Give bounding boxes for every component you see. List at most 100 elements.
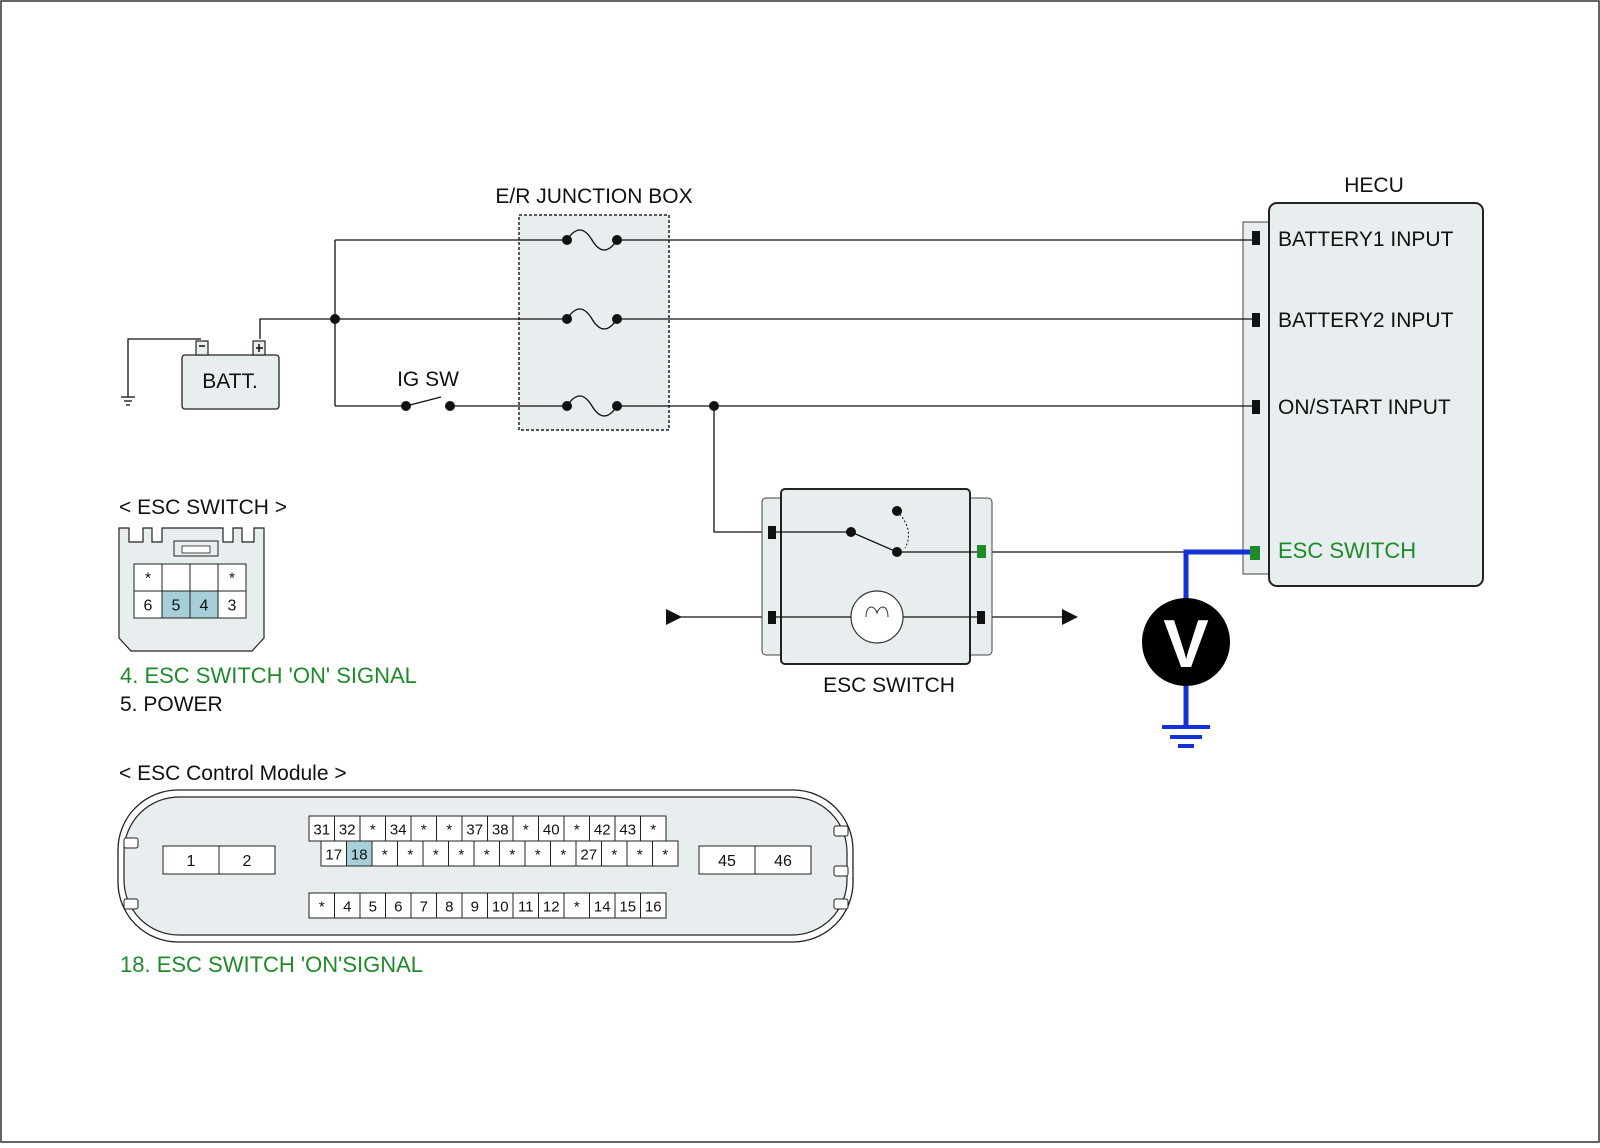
esc-module-pin-cell [589, 892, 616, 919]
esc-module-pin: 40 [543, 822, 560, 839]
voltmeter-symbol: V [1163, 606, 1208, 682]
esc-module-pin-cell [359, 815, 386, 842]
esc-module-pin: 1 [187, 853, 196, 870]
esc-switch-body [780, 488, 971, 665]
esc-switch-pin-cell [189, 563, 219, 592]
hecu-pin-on-start: ON/START INPUT [1278, 396, 1451, 419]
esc-module-pin-cell [754, 845, 812, 875]
esc-module-pin: * [407, 847, 413, 864]
esc-module-pin-cell [385, 892, 412, 919]
esc-module-pin: * [433, 847, 439, 864]
esc-module-pin: * [637, 847, 643, 864]
fuse-3 [566, 395, 618, 417]
hecu-pin-battery1: BATTERY1 INPUT [1278, 228, 1454, 251]
esc-module-pin: 37 [466, 822, 483, 839]
esc-switch-blade [850, 531, 898, 553]
esc-module-pin-cell [626, 840, 653, 867]
hecu-pin-esc-switch: ESC SWITCH [1278, 538, 1416, 563]
esc-switch-pin-cell [161, 563, 191, 592]
esc-module-pin: * [458, 847, 464, 864]
esc-module-pin: 38 [492, 822, 509, 839]
esc-module-pin: 6 [394, 899, 402, 916]
fuse-2 [566, 308, 618, 330]
esc-module-pin: 27 [580, 847, 597, 864]
esc-module-pin: 14 [594, 899, 611, 916]
esc-module-pin-cell [218, 845, 276, 875]
esc-module-pin: 16 [645, 899, 662, 916]
esc-switch-note-4: 4. ESC SWITCH 'ON' SIGNAL [120, 663, 417, 688]
esc-module-pin-cell [346, 840, 373, 867]
esc-module-pin-cell [575, 840, 602, 867]
esc-module-pin: 12 [543, 899, 560, 916]
hecu-terminal-esc [1250, 546, 1260, 560]
esc-module-pin: * [421, 822, 427, 839]
esc-module-note-18: 18. ESC SWITCH 'ON'SIGNAL [120, 952, 423, 977]
esc-module-pin-cell [698, 845, 756, 875]
esc-module-pin-cell [601, 840, 628, 867]
esc-switch-terminal-out [977, 545, 986, 558]
esc-module-pin-cell [371, 840, 398, 867]
esc-module-pin-cell [524, 840, 551, 867]
esc-module-pin-cell [436, 892, 463, 919]
esc-module-pin-cell [487, 892, 514, 919]
esc-switch-pin-cell [217, 563, 247, 592]
esc-module-pin-cell [334, 892, 361, 919]
esc-module-pin: * [370, 822, 376, 839]
hecu-terminal-3 [1252, 400, 1260, 414]
battery-neg-post [195, 340, 209, 356]
esc-module-pin-cell [640, 892, 667, 919]
esc-module-pin-cell [308, 892, 335, 919]
connector-latch [181, 545, 211, 554]
esc-module-pin: 34 [390, 822, 407, 839]
esc-switch-lamp-icon [850, 590, 904, 644]
lamp-filament [865, 606, 889, 618]
esc-switch-terminal-in [768, 526, 776, 539]
esc-module-pin: * [319, 899, 325, 916]
esc-module-pin: 17 [325, 847, 342, 864]
esc-module-pin-cell [473, 840, 500, 867]
esc-switch-label: ESC SWITCH [823, 674, 955, 697]
hecu-module: HECU BATTERY1 INPUT BATTERY2 INPUT ON/ST… [1242, 174, 1484, 587]
esc-module-pin: 8 [445, 899, 453, 916]
esc-module-pin-cell [397, 840, 424, 867]
battery-ground-icon [121, 396, 135, 406]
esc-switch-return-arc [896, 510, 910, 549]
esc-module-pin: 45 [718, 853, 736, 870]
esc-switch-pin: 5 [172, 598, 181, 615]
esc-switch-pin: * [145, 571, 151, 588]
esc-module-pin: 42 [594, 822, 611, 839]
esc-switch-note-5: 5. POWER [120, 693, 223, 716]
fuse-1 [566, 229, 618, 251]
esc-module-pin: * [446, 822, 452, 839]
junction-box: E/R JUNCTION BOX [495, 185, 693, 431]
esc-module-pin-cell [359, 892, 386, 919]
battery-ground-wire [127, 338, 201, 397]
arrow-out-icon [1062, 609, 1078, 625]
esc-module-pin: 31 [313, 822, 330, 839]
esc-module-pin: 18 [351, 847, 368, 864]
esc-switch-terminal-ill-out [977, 611, 985, 624]
esc-switch: ESC SWITCH [761, 488, 993, 697]
battery: BATT. [121, 340, 280, 410]
hecu-body [1268, 202, 1484, 587]
esc-module-pin: * [611, 847, 617, 864]
esc-module-pin: 4 [343, 899, 351, 916]
esc-module-pin: 10 [492, 899, 509, 916]
esc-module-pin: 43 [619, 822, 636, 839]
esc-module-pin: 9 [471, 899, 479, 916]
esc-switch-pin: 4 [200, 598, 209, 615]
battery-label: BATT. [202, 370, 258, 393]
voltmeter-probe-wire [1183, 549, 1250, 600]
esc-module-pin: * [662, 847, 668, 864]
voltmeter-icon [1142, 598, 1230, 686]
esc-module-pin: * [509, 847, 515, 864]
esc-switch-pin-cell [133, 563, 163, 592]
esc-switch-pin: * [229, 571, 235, 588]
esc-module-pin-cell [589, 815, 616, 842]
esc-module-pin: 15 [619, 899, 636, 916]
